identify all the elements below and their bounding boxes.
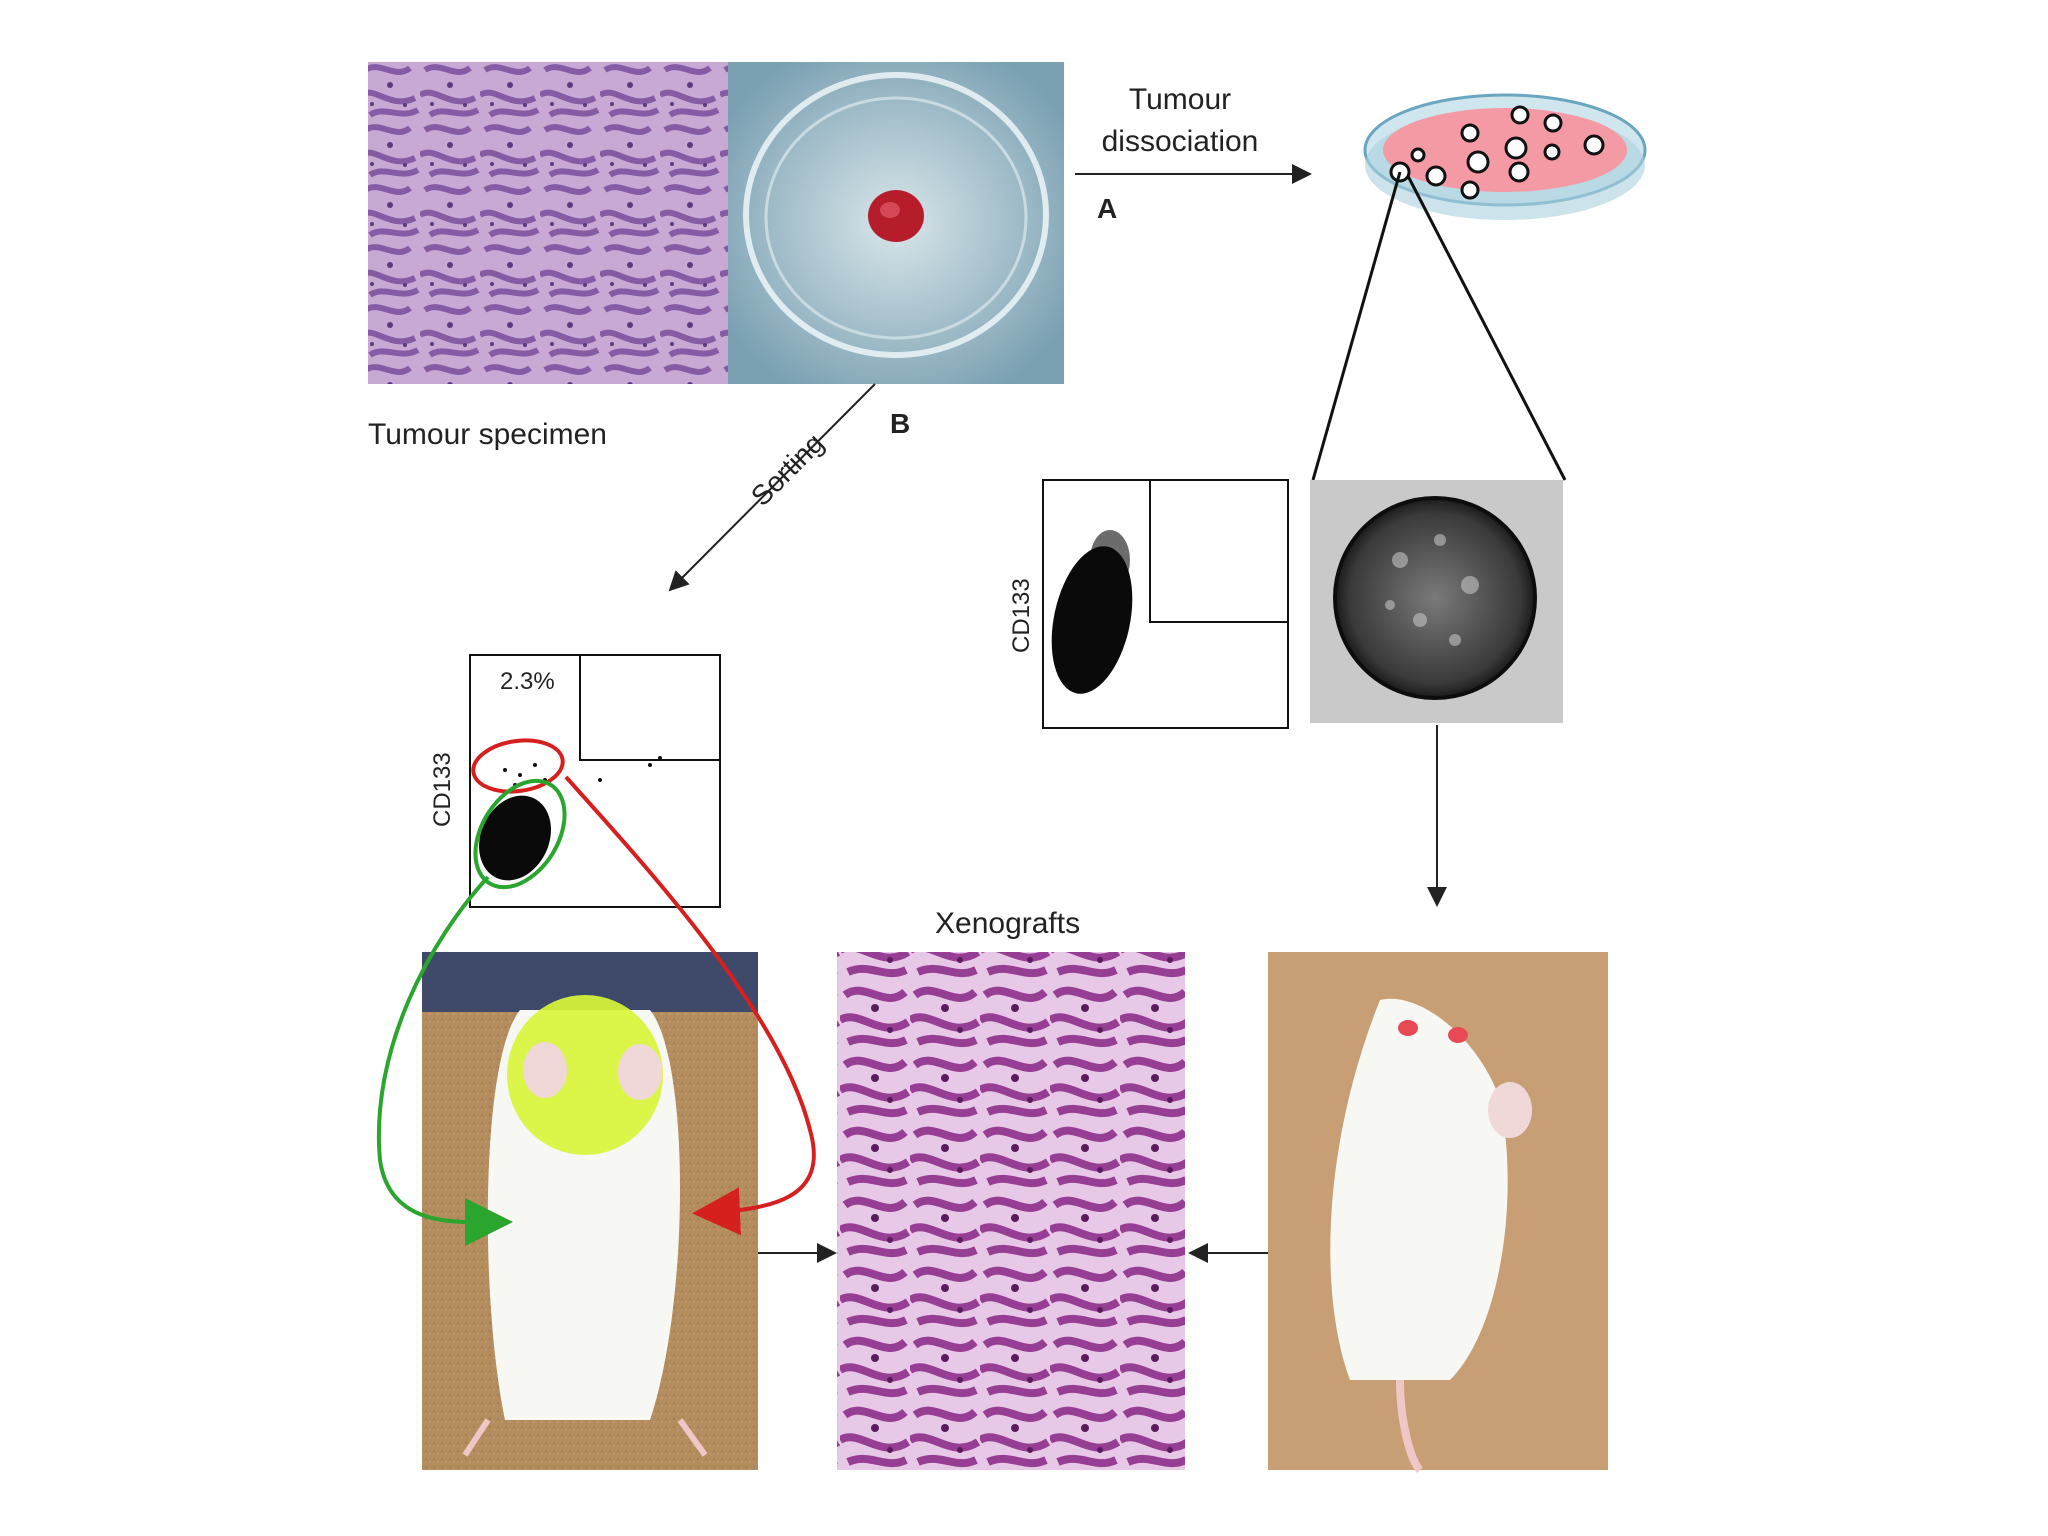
culture-dish-with-spheres [1365, 95, 1645, 220]
tumour-dissociation-label-line1: Tumour [1080, 83, 1280, 117]
zoom-line-right [1408, 176, 1565, 480]
sorted-flow-plot [457, 655, 720, 907]
path-b-label: B [890, 408, 910, 440]
tumour-sphere-micrograph [1310, 480, 1563, 723]
tumour-dissociation-label-line2: dissociation [1080, 125, 1280, 159]
tumour-specimen-label: Tumour specimen [368, 418, 607, 452]
cd133-axis-label-sphere: CD133 [1008, 578, 1036, 653]
cd133-axis-label-sorted: CD133 [429, 752, 457, 827]
sphere-flow-plot [1039, 480, 1288, 728]
mouse-xenograft [1268, 952, 1608, 1470]
petri-dish-with-tumour-tissue [728, 62, 1064, 384]
gate-percent-label: 2.3% [500, 668, 555, 696]
xenografts-label: Xenografts [935, 907, 1080, 941]
zoom-line-left [1313, 172, 1400, 480]
tumour-histology-image [368, 62, 728, 384]
path-a-label: A [1097, 193, 1117, 225]
xenograft-histology-image [837, 952, 1185, 1470]
